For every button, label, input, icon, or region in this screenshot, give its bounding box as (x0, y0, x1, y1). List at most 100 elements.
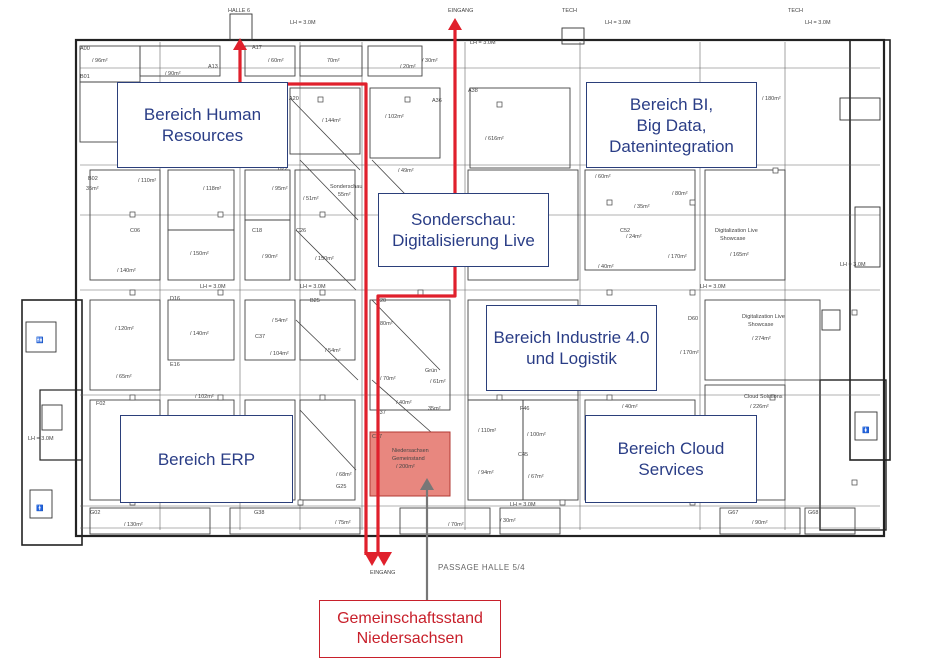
svg-text:Cloud Solutions: Cloud Solutions (744, 394, 783, 400)
svg-text:G25: G25 (336, 484, 346, 490)
svg-text:/ 90m²: / 90m² (262, 254, 278, 260)
booth-text-1: Niedersachsen (392, 448, 429, 454)
svg-text:/ 170m²: / 170m² (680, 350, 699, 356)
svg-text:G38: G38 (254, 510, 264, 516)
svg-text:/ 118m²: / 118m² (203, 186, 221, 192)
restroom-icon: 🚻 (36, 336, 44, 344)
area-human-resources[interactable]: Bereich Human Resources (117, 82, 288, 168)
svg-text:/ 110m²: / 110m² (478, 428, 496, 434)
svg-text:B25: B25 (310, 298, 320, 304)
svg-text:/ 65m²: / 65m² (116, 374, 132, 380)
svg-text:A38: A38 (468, 88, 478, 94)
booth-labels: A00 / 96m² B01 / 90m² A13 A17 / 60m² 70m… (80, 45, 818, 528)
area-cloud-label: Bereich Cloud Services (617, 439, 725, 479)
stand-pointer (420, 478, 434, 600)
svg-text:C37: C37 (255, 334, 265, 340)
svg-text:C45: C45 (518, 452, 528, 458)
booth-outlines (79, 45, 856, 535)
svg-text:B02: B02 (88, 176, 98, 182)
svg-text:E37: E37 (376, 410, 386, 416)
svg-text:B22: B22 (278, 166, 288, 172)
area-bi-big-data[interactable]: Bereich BI, Big Data, Datenintegration (586, 82, 757, 168)
entrances: HALLE 6 EINGANG TECH TECH EINGANG (228, 8, 803, 576)
svg-text:/ 104m²: / 104m² (270, 351, 289, 357)
svg-text:/ 120m²: / 120m² (115, 326, 134, 332)
svg-text:D16: D16 (170, 296, 180, 302)
area-cloud-services[interactable]: Bereich Cloud Services (585, 415, 757, 503)
svg-text:/ 140m²: / 140m² (190, 331, 209, 337)
svg-text:/ 144m²: / 144m² (322, 118, 341, 124)
svg-text:Showcase: Showcase (748, 322, 773, 328)
svg-text:/ 68m²: / 68m² (336, 472, 352, 478)
svg-text:Digitalization Live: Digitalization Live (742, 314, 785, 320)
svg-text:Digitalization Live: Digitalization Live (715, 228, 758, 234)
svg-text:35m²: 35m² (86, 186, 99, 192)
svg-text:/ 150m²: / 150m² (190, 251, 209, 257)
svg-text:/ 51m²: / 51m² (303, 196, 319, 202)
svg-text:D60: D60 (688, 316, 698, 322)
svg-text:HALLE 6: HALLE 6 (228, 8, 250, 14)
svg-text:LH = 3.0M: LH = 3.0M (700, 284, 726, 290)
svg-text:/ 40m²: / 40m² (598, 264, 614, 270)
dimension-labels: LH = 3.0M LH = 3.0M LH = 3.0M LH = 3.0M … (28, 20, 866, 508)
svg-text:C26: C26 (296, 228, 306, 234)
svg-text:/ 180m²: / 180m² (762, 96, 781, 102)
gemeinschaftsstand-label: Gemeinschaftsstand Niedersachsen (337, 610, 483, 647)
svg-text:LH = 3.0M: LH = 3.0M (28, 436, 54, 442)
svg-text:/ 75m²: / 75m² (335, 520, 351, 526)
svg-text:/ 30m²: / 30m² (422, 58, 438, 64)
svg-text:/ 70m²: / 70m² (448, 522, 464, 528)
svg-text:/ 20m²: / 20m² (400, 64, 416, 70)
booth-text-3: / 200m² (396, 464, 415, 470)
area-industrie-label: Bereich Industrie 4.0 und Logistik (493, 328, 650, 368)
svg-text:/ 96m²: / 96m² (92, 58, 108, 64)
svg-text:/ 54m²: / 54m² (272, 318, 288, 324)
area-human-resources-label: Bereich Human Resources (143, 105, 262, 145)
svg-text:/ 170m²: / 170m² (668, 254, 687, 260)
svg-text:/ 49m²: / 49m² (398, 168, 414, 174)
restroom-icon: 🚹 (36, 504, 44, 512)
area-erp-label: Bereich ERP (157, 449, 256, 469)
svg-text:/ 165m²: / 165m² (730, 252, 749, 258)
area-bi-label: Bereich BI, Big Data, Datenintegration (609, 94, 734, 156)
svg-text:E16: E16 (170, 362, 180, 368)
svg-text:/ 226m²: / 226m² (750, 404, 769, 410)
svg-text:/ 95m²: / 95m² (272, 186, 288, 192)
svg-text:C18: C18 (252, 228, 262, 234)
svg-text:35m²: 35m² (428, 406, 441, 412)
svg-text:TECH: TECH (562, 8, 577, 14)
svg-text:/ 102m²: / 102m² (195, 394, 214, 400)
svg-text:/ 102m²: / 102m² (385, 114, 404, 120)
svg-text:/ 274m²: / 274m² (752, 336, 771, 342)
svg-text:A20: A20 (289, 96, 299, 102)
svg-text:55m²: 55m² (338, 192, 351, 198)
svg-text:/ 30m²: / 30m² (500, 518, 516, 524)
svg-text:/ 35m²: / 35m² (634, 204, 650, 210)
svg-text:A13: A13 (208, 64, 218, 70)
svg-text:80m²: 80m² (380, 321, 393, 327)
area-industrie-logistik[interactable]: Bereich Industrie 4.0 und Logistik (486, 305, 657, 391)
svg-text:/ 67m²: / 67m² (528, 474, 544, 480)
svg-text:/ 24m²: / 24m² (626, 234, 642, 240)
gemeinschaftsstand-callout[interactable]: Gemeinschaftsstand Niedersachsen (319, 600, 501, 658)
route-arrowheads (233, 18, 462, 566)
svg-text:D20: D20 (376, 298, 386, 304)
svg-text:/ 616m²: / 616m² (485, 136, 504, 142)
svg-text:F46: F46 (520, 406, 529, 412)
svg-text:/ 150m²: / 150m² (315, 256, 334, 262)
svg-text:70m²: 70m² (327, 58, 340, 64)
svg-text:Showcase: Showcase (720, 236, 745, 242)
svg-text:/ 60m²: / 60m² (595, 174, 611, 180)
area-sonderschau[interactable]: Sonderschau: Digitalisierung Live (378, 193, 549, 267)
svg-text:LH = 3.0M: LH = 3.0M (470, 40, 496, 46)
svg-text:/ 60m²: / 60m² (268, 58, 284, 64)
svg-text:G67: G67 (728, 510, 738, 516)
booth-text-2: Gemeinstand (392, 456, 425, 462)
svg-text:LH = 3.0M: LH = 3.0M (510, 502, 536, 508)
niedersachsen-booth[interactable] (369, 431, 451, 497)
area-sonderschau-label: Sonderschau: Digitalisierung Live (392, 210, 535, 250)
svg-text:/ 90m²: / 90m² (165, 71, 181, 77)
area-erp[interactable]: Bereich ERP (120, 415, 293, 503)
svg-text:LH = 3.0M: LH = 3.0M (290, 20, 316, 26)
